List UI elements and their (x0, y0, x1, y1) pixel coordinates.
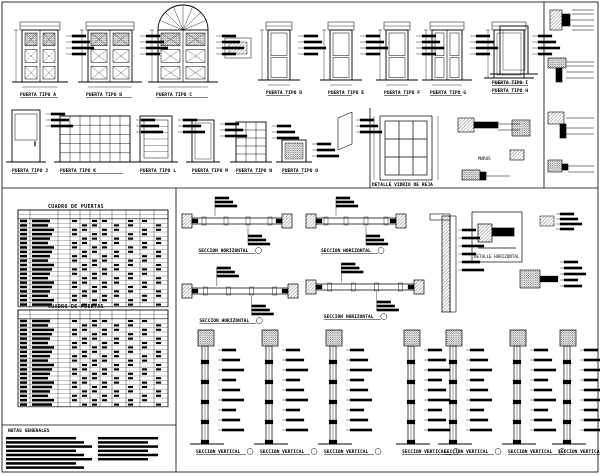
profile-details-right (547, 9, 594, 173)
section-label: SECCION VERTICAL (196, 449, 240, 455)
door-label: PUERTA TIPO O (282, 168, 318, 174)
section-label: SECCION VERTICAL (508, 449, 552, 455)
door-elevation-9: PUERTA TIPO I (224, 25, 538, 86)
schedule-title: CUADRO DE PUERTAS (48, 304, 104, 310)
door-elevation-6: PUERTA TIPO F (376, 21, 445, 96)
door-schedule-2: CUADRO DE PUERTAS (17, 304, 169, 408)
section-label: SECCION VERTICAL (260, 449, 304, 455)
detail-label-horizontal: DETALLE HORIZONTAL (474, 254, 520, 259)
door-elevation-5: PUERTA TIPO E (320, 21, 389, 96)
door-schedules: CUADRO DE PUERTAS CUADRO DE PUERTAS (17, 204, 169, 408)
section-vertical-6: SECCION VERTICAL (502, 329, 566, 455)
door-elevation-row2-4: PUERTA TIPO M (186, 119, 248, 174)
section-vertical-2: SECCION VERTICAL (254, 329, 318, 455)
door-elevation-4: PUERTA TIPO D (258, 21, 327, 96)
section-horizontal-3: SECCION HORIZONTAL (181, 266, 299, 324)
section-label: SECCION VERTICAL (558, 449, 600, 455)
section-vertical-4: SECCION VERTICAL (396, 329, 460, 455)
door-elevation-7: PUERTA TIPO G (422, 21, 499, 96)
profile-detail-4 (547, 159, 594, 173)
section-label: SECCION HORIZONTAL (199, 318, 249, 324)
door-label: PUERTA TIPO F (384, 90, 420, 96)
general-notes: NOTAS GENERALES (5, 428, 159, 469)
door-schedule-1: CUADRO DE PUERTAS (17, 204, 169, 308)
profile-detail-1 (549, 9, 594, 31)
door-elevation-row2-5: PUERTA TIPO N (230, 121, 300, 174)
door-label: PUERTA TIPO G (430, 90, 466, 96)
detail-label-vidrio: DETALLE VIDRIO DE REJA (372, 182, 433, 188)
section-label: SECCION VERTICAL (324, 449, 368, 455)
notes-text-lines (5, 436, 159, 469)
door-elevation-row2-6: PUERTA TIPO O (276, 139, 340, 174)
door-label: PUERTA TIPO K (60, 168, 96, 174)
detail-horizontal: DETALLE HORIZONTAL (471, 211, 523, 263)
door-label: PUERTA TIPO C (156, 92, 192, 98)
horizontal-sections: SECCION HORIZONTAL SECCION HORIZONTAL SECC… (181, 196, 587, 324)
door-elevations-row-2: PUERTA TIPO J PUERTA TIPO K PUERTA TIPO L P… (6, 109, 383, 174)
detail-label-muros: MUROS (478, 156, 491, 161)
small-details-row2: MUROS (457, 117, 531, 181)
door-elevation-2: PUERTA TIPO B (78, 21, 169, 98)
profile-detail-2 (547, 57, 594, 83)
profile-detail-3 (547, 111, 594, 139)
door-elevation-1: PUERTA TIPO A (12, 21, 95, 98)
section-label: SECCION VERTICAL (402, 449, 446, 455)
section-label: SECCION HORIZONTAL (321, 248, 371, 254)
section-label: SECCION HORIZONTAL (324, 314, 374, 320)
door-label: PUERTA TIPO E (328, 90, 364, 96)
section-vertical-7: SECCION VERTICAL (552, 329, 600, 455)
door-sketch (337, 111, 383, 151)
door-label: PUERTA TIPO I (492, 80, 528, 86)
door-elevation-row2-3: PUERTA TIPO L (134, 115, 206, 174)
wall-column-detail (429, 212, 587, 313)
door-label: PUERTA TIPO B (86, 92, 122, 98)
notes-title: NOTAS GENERALES (8, 428, 50, 434)
section-label: SECCION VERTICAL (444, 449, 488, 455)
door-elevation-row2-1: PUERTA TIPO J (6, 109, 74, 174)
door-elevations-row-1: PUERTA TIPO A PUERTA TIPO B PUERTA TIPO C P… (12, 4, 561, 98)
door-label: PUERTA TIPO L (140, 168, 176, 174)
section-label: SECCION HORIZONTAL (199, 248, 249, 254)
schedule-title: CUADRO DE PUERTAS (48, 204, 104, 210)
door-elevation-row2-2: PUERTA TIPO K (54, 115, 164, 174)
section-vertical-5: SECCION VERTICAL (438, 329, 502, 455)
section-vertical-3: SECCION VERTICAL (318, 329, 382, 455)
section-vertical-1: SECCION VERTICAL (190, 329, 254, 455)
door-label: PUERTA TIPO N (236, 168, 272, 174)
door-label: PUERTA TIPO A (20, 92, 56, 98)
glass-grille-detail: DETALLE VIDRIO DE REJA (372, 115, 439, 188)
door-label: PUERTA TIPO D (266, 90, 302, 96)
door-label: PUERTA TIPO J (12, 168, 48, 174)
section-horizontal-1: SECCION HORIZONTAL (181, 196, 293, 254)
door-label: PUERTA TIPO M (192, 168, 228, 174)
door-label: PUERTA TIPO H (492, 88, 528, 94)
door-elevation-8: PUERTA TIPO H (484, 21, 561, 94)
section-horizontal-2: SECCION HORIZONTAL (305, 196, 407, 254)
section-horizontal-4: SECCION HORIZONTAL (305, 262, 425, 320)
